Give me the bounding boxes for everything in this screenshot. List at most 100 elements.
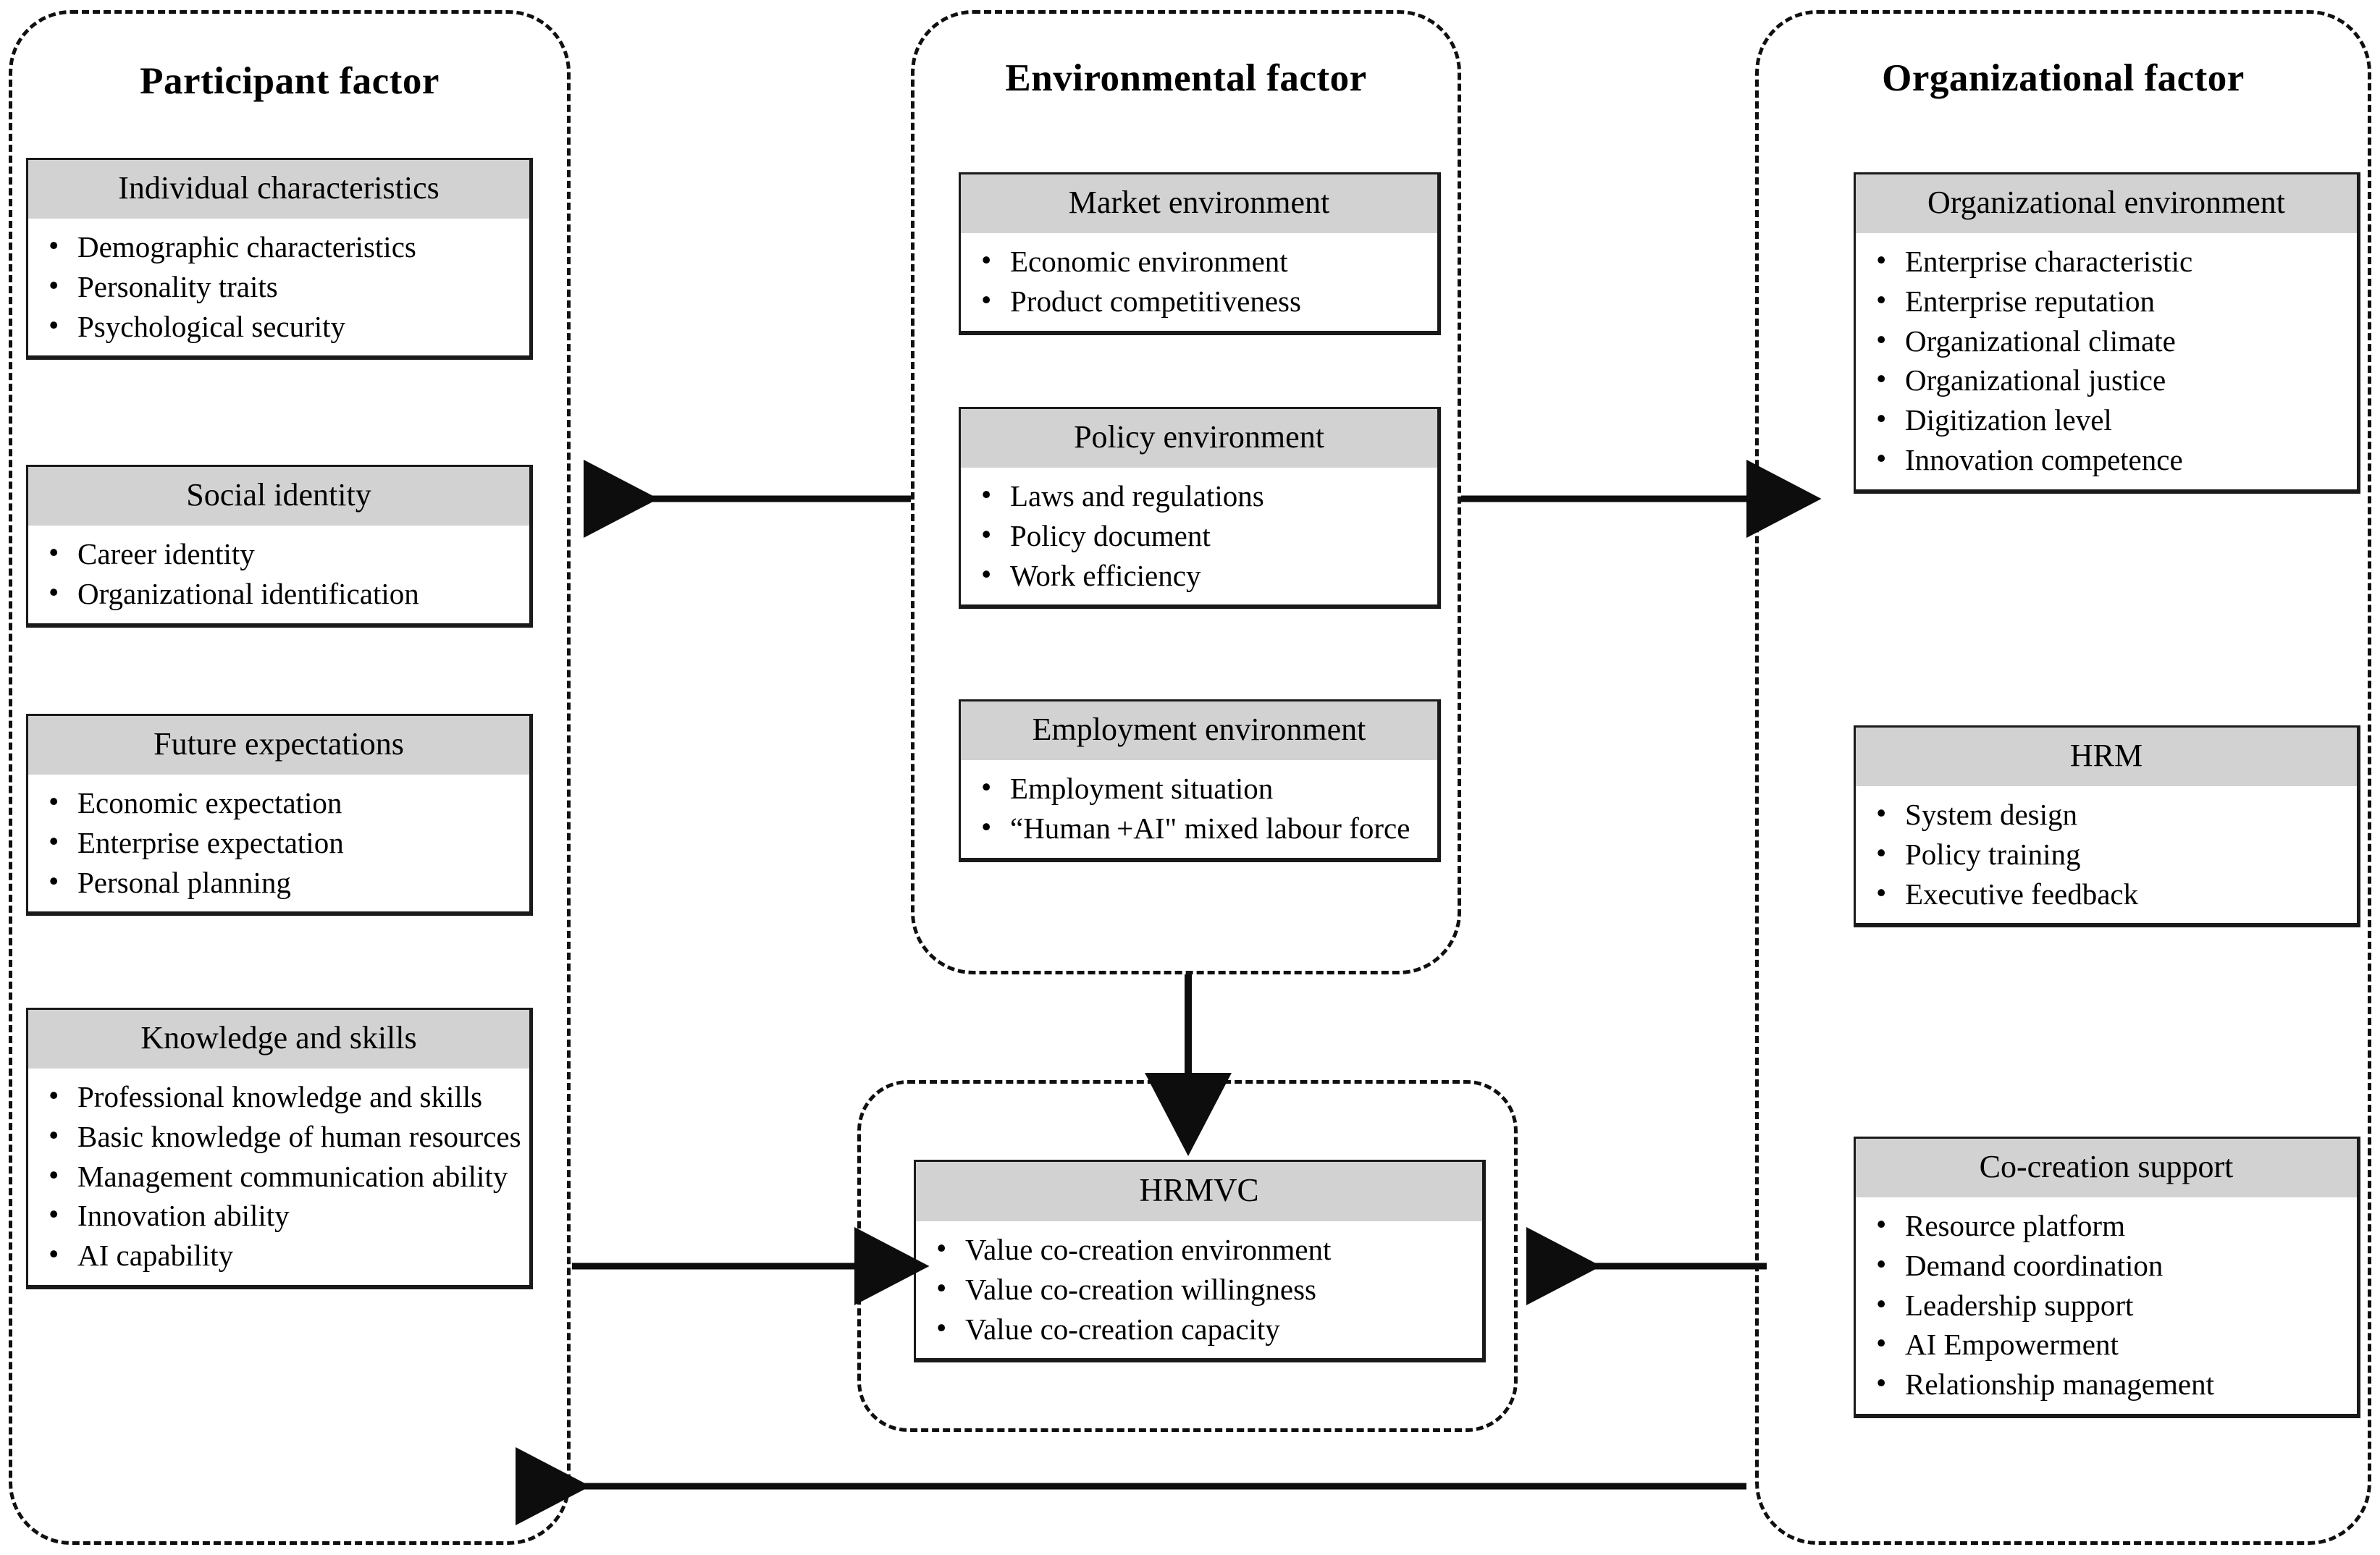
bullet-icon: •: [1876, 322, 1887, 356]
container-environmental-factor: [911, 10, 1461, 974]
list-item: • Innovation ability: [40, 1197, 523, 1234]
card-body-knowledge-and-skills: • Professional knowledge and skills • Basi…: [28, 1069, 529, 1285]
card-co-creation-support[interactable]: Co-creation support •Resource platform •…: [1854, 1137, 2360, 1419]
list-item-label: Management communication ability: [77, 1159, 508, 1193]
bullet-icon: •: [1876, 402, 1887, 436]
list-item: •Employment situation: [972, 770, 1431, 807]
list-item-label: Digitization level: [1905, 403, 2112, 437]
list-item: • Policy document: [972, 518, 1431, 555]
list-item: •Policy training: [1867, 836, 2351, 873]
list-item: •Personality traits: [40, 269, 523, 305]
list-item: • Digitization level: [1867, 402, 2351, 439]
list-item: • Work efficiency: [972, 557, 1431, 594]
card-header-hrm: HRM: [1856, 728, 2357, 786]
list-item-label: Leadership support: [1905, 1288, 2134, 1322]
bullet-icon: •: [1876, 1208, 1887, 1241]
card-hrmvc[interactable]: HRMVC •Value co-creation environment •Va…: [914, 1160, 1486, 1363]
list-item-label: Personality traits: [77, 269, 278, 303]
list-item: • Relationship management: [1867, 1366, 2351, 1403]
bullet-icon: •: [981, 770, 992, 804]
list-item: • Professional knowledge and skills: [40, 1079, 523, 1116]
card-knowledge-and-skills[interactable]: Knowledge and skills •Professional knowl…: [26, 1008, 533, 1290]
bullet-icon: •: [49, 1237, 59, 1271]
list-item-label: Organizational climate: [1905, 324, 2176, 358]
card-header-individual-characteristics: Individual characteristics: [28, 160, 529, 219]
bullet-icon: •: [981, 809, 992, 843]
card-future-expectations[interactable]: Future expectations • Economic expectatio…: [26, 714, 533, 916]
card-employment-environment[interactable]: Employment environment •Employment situa…: [959, 699, 1441, 862]
list-item-label: Value co-creation capacity: [965, 1312, 1280, 1346]
list-item-label: Personal planning: [77, 865, 291, 899]
bullet-icon: •: [1876, 362, 1887, 396]
bullet-icon: •: [49, 1118, 59, 1152]
list-item-label: Relationship management: [1905, 1368, 2214, 1402]
list-item-label: Value co-creation willingness: [965, 1272, 1317, 1306]
list-item-label: AI capability: [77, 1239, 234, 1273]
list-item: •AI Empowerment: [1867, 1326, 2351, 1363]
card-individual-characteristics[interactable]: Individual characteristics •Demographic …: [26, 158, 533, 361]
list-item-label: Value co-creation environment: [965, 1233, 1332, 1266]
bullet-icon: •: [1876, 442, 1887, 476]
bullet-icon: •: [49, 1079, 59, 1112]
list-item-label: Economic environment: [1010, 245, 1288, 278]
container-organizational-factor: [1755, 10, 2371, 1545]
bullet-icon: •: [1876, 835, 1887, 869]
list-item-label: Basic knowledge of human resources: [77, 1119, 521, 1153]
card-market-environment[interactable]: Market environment •Economic environment…: [959, 172, 1441, 335]
list-item: •Enterprise characteristic: [1867, 243, 2351, 280]
list-item-label: Economic expectation: [77, 786, 342, 819]
list-item-label: Innovation ability: [77, 1199, 290, 1233]
list-item-label: System design: [1905, 798, 2078, 831]
column-title-participant: Participant factor: [140, 60, 440, 102]
bullet-icon: •: [49, 785, 59, 818]
list-item-label: Enterprise characteristic: [1905, 245, 2193, 278]
bullet-icon: •: [1876, 1366, 1887, 1400]
list-item: • Product competitiveness: [972, 283, 1431, 320]
list-item-label: Product competitiveness: [1010, 284, 1301, 318]
list-item-label: Work efficiency: [1010, 558, 1201, 592]
list-item: •“Human +AI" mixed labour force: [972, 810, 1431, 847]
list-item: •Economic environment: [972, 243, 1431, 280]
list-item: • Innovation competence: [1867, 442, 2351, 479]
card-body-policy-environment: • Laws and regulations • Policy document •…: [961, 468, 1437, 604]
list-item: •Psychological security: [40, 308, 523, 345]
card-header-hrmvc: HRMVC: [916, 1162, 1482, 1221]
card-body-hrm: • System design •Policy training • Executi…: [1856, 786, 2357, 923]
list-item-label: Policy document: [1010, 518, 1211, 552]
card-social-identity[interactable]: Social identity •Career identity •Organi…: [26, 465, 533, 628]
card-header-future-expectations: Future expectations: [28, 716, 529, 775]
card-hrm[interactable]: HRM • System design •Policy training • Exe…: [1854, 725, 2360, 928]
bullet-icon: •: [981, 282, 992, 316]
bullet-icon: •: [981, 557, 992, 591]
bullet-icon: •: [49, 536, 59, 569]
bullet-icon: •: [1876, 1247, 1887, 1281]
column-title-organizational: Organizational factor: [1882, 57, 2245, 99]
card-policy-environment[interactable]: Policy environment •Laws and regulations…: [959, 407, 1441, 610]
card-header-social-identity: Social identity: [28, 467, 529, 526]
list-item-label: Innovation competence: [1905, 443, 2183, 477]
bullet-icon: •: [49, 1197, 59, 1231]
bullet-icon: •: [981, 517, 992, 551]
container-participant-factor: [9, 10, 571, 1545]
bullet-icon: •: [981, 478, 992, 511]
list-item-label: Laws and regulations: [1010, 479, 1264, 513]
list-item: •Value co-creation environment: [928, 1231, 1476, 1268]
list-item-label: Executive feedback: [1905, 877, 2139, 911]
bullet-icon: •: [1876, 796, 1887, 830]
list-item-label: Demand coordination: [1905, 1248, 2164, 1282]
list-item-label: Professional knowledge and skills: [77, 1080, 483, 1113]
list-item-label: Organizational justice: [1905, 363, 2166, 397]
list-item: • Laws and regulations: [972, 478, 1431, 515]
list-item: •Career identity: [40, 536, 523, 573]
card-body-hrmvc: •Value co-creation environment •Value co…: [916, 1221, 1482, 1358]
list-item: • Economic expectation: [40, 785, 523, 822]
bullet-icon: •: [49, 575, 59, 609]
list-item-label: AI Empowerment: [1905, 1328, 2119, 1362]
bullet-icon: •: [49, 864, 59, 898]
card-header-organizational-environment: Organizational environment: [1856, 174, 2357, 233]
card-header-co-creation-support: Co-creation support: [1856, 1139, 2357, 1197]
bullet-icon: •: [49, 1158, 59, 1192]
card-organizational-environment[interactable]: Organizational environment •Enterprise c…: [1854, 172, 2360, 494]
list-item: • Organizational justice: [1867, 362, 2351, 399]
